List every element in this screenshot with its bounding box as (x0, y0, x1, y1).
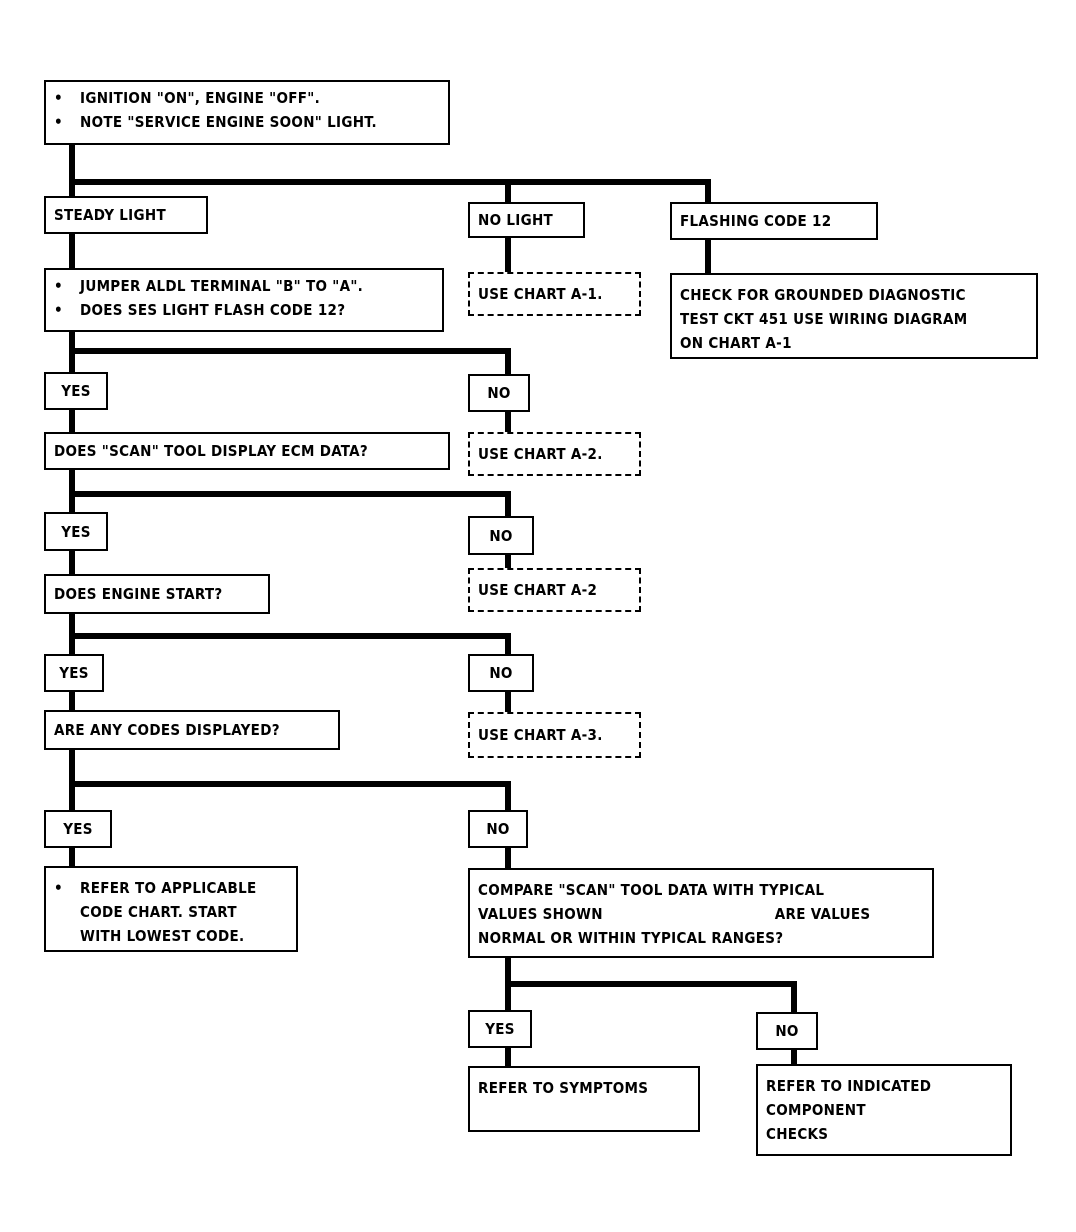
start-line-2: NOTE "SERVICE ENGINE SOON" LIGHT. (80, 113, 377, 131)
symptoms-label: REFER TO SYMPTOMS (478, 1079, 649, 1097)
refer-line-2: CODE CHART. START (80, 903, 237, 921)
q6-yes-box: YES (468, 1010, 532, 1048)
use-chart-a3-box: USE CHART A-3. (468, 712, 641, 758)
bullet: • (54, 879, 63, 897)
compare-line-3: NORMAL OR WITHIN TYPICAL RANGES? (478, 929, 784, 947)
q3-yes-label: YES (61, 522, 91, 541)
codes-displayed-question-box: ARE ANY CODES DISPLAYED? (44, 710, 340, 750)
check-line-1: CHECK FOR GROUNDED DIAGNOSTIC (680, 286, 966, 304)
refer-symptoms-box: REFER TO SYMPTOMS (468, 1066, 700, 1132)
jumper-line-2: DOES SES LIGHT FLASH CODE 12? (80, 301, 346, 319)
engine-start-question-box: DOES ENGINE START? (44, 574, 270, 614)
use-chart-a2b-box: USE CHART A-2 (468, 568, 641, 612)
use-chart-a2-box: USE CHART A-2. (468, 432, 641, 476)
q3-no-box: NO (468, 516, 534, 555)
use-chart-a3-label: USE CHART A-3. (478, 726, 603, 744)
bullet: • (54, 301, 63, 319)
indicated-line-3: CHECKS (766, 1125, 829, 1143)
q2-yes-label: YES (61, 382, 91, 400)
q2-yes-box: YES (44, 372, 108, 410)
connector-start-q-branch (69, 611, 511, 659)
q4-no-box: NO (468, 654, 534, 692)
start-box: • IGNITION "ON", ENGINE "OFF". • NOTE "SER… (44, 80, 450, 145)
q6-no-box: NO (756, 1012, 818, 1050)
use-chart-a1-box: USE CHART A-1. (468, 272, 641, 316)
q3-no-label: NO (489, 526, 513, 545)
refer-applicable-box: • REFER TO APPLICABLE CODE CHART. START W… (44, 866, 298, 952)
indicated-line-2: COMPONENT (766, 1101, 866, 1119)
bullet: • (54, 277, 63, 295)
connector-start-branch (69, 142, 711, 211)
use-chart-a1-label: USE CHART A-1. (478, 285, 603, 303)
bullet: • (54, 113, 63, 131)
scan-tool-question-box: DOES "SCAN" TOOL DISPLAY ECM DATA? (44, 432, 450, 470)
jumper-box: • JUMPER ALDL TERMINAL "B" TO "A". • DOES … (44, 268, 444, 332)
steady-light-label: STEADY LIGHT (54, 206, 166, 224)
refer-line-3: WITH LOWEST CODE. (80, 927, 245, 945)
scan-tool-question-label: DOES "SCAN" TOOL DISPLAY ECM DATA? (54, 442, 369, 460)
check-line-3: ON CHART A-1 (680, 334, 792, 352)
connector-compare-branch (505, 955, 797, 1015)
flashing-code-box: FLASHING CODE 12 (670, 202, 878, 240)
q2-no-box: NO (468, 374, 530, 412)
compare-line-2a: VALUES SHOWN (478, 905, 603, 923)
q5-yes-box: YES (44, 810, 112, 848)
use-chart-a2-label: USE CHART A-2. (478, 445, 603, 463)
compare-line-2b: ARE VALUES (774, 905, 871, 923)
indicated-line-1: REFER TO INDICATED (766, 1077, 932, 1095)
q6-no-label: NO (775, 1022, 799, 1040)
bullet: • (54, 89, 63, 107)
check-line-2: TEST CKT 451 USE WIRING DIAGRAM (680, 310, 968, 328)
q3-yes-box: YES (44, 512, 108, 551)
q5-no-box: NO (468, 810, 528, 848)
no-light-label: NO LIGHT (478, 211, 554, 229)
engine-start-question-label: DOES ENGINE START? (54, 585, 223, 603)
jumper-line-1: JUMPER ALDL TERMINAL "B" TO "A". (80, 277, 364, 295)
q6-yes-label: YES (485, 1020, 515, 1038)
q4-no-label: NO (489, 664, 513, 682)
flashing-code-label: FLASHING CODE 12 (680, 212, 832, 230)
codes-displayed-question-label: ARE ANY CODES DISPLAYED? (54, 721, 280, 739)
no-light-box: NO LIGHT (468, 202, 585, 238)
refer-indicated-box: REFER TO INDICATED COMPONENT CHECKS (756, 1064, 1012, 1156)
compare-line-1: COMPARE "SCAN" TOOL DATA WITH TYPICAL (478, 881, 825, 899)
q5-yes-label: YES (63, 820, 93, 838)
steady-light-box: STEADY LIGHT (44, 196, 208, 234)
connector-codes-branch (69, 747, 511, 815)
q5-no-label: NO (486, 820, 510, 838)
connector-scan-branch (69, 467, 511, 521)
q2-no-label: NO (487, 384, 511, 402)
compare-scan-box: COMPARE "SCAN" TOOL DATA WITH TYPICAL VA… (468, 868, 934, 958)
connector-jumper-branch (69, 328, 511, 379)
use-chart-a2b-label: USE CHART A-2 (478, 581, 598, 599)
q4-yes-label: YES (59, 664, 89, 682)
check-grounded-box: CHECK FOR GROUNDED DIAGNOSTIC TEST CKT 4… (670, 273, 1038, 359)
q4-yes-box: YES (44, 654, 104, 692)
refer-line-1: REFER TO APPLICABLE (80, 879, 257, 897)
start-line-1: IGNITION "ON", ENGINE "OFF". (80, 89, 321, 107)
